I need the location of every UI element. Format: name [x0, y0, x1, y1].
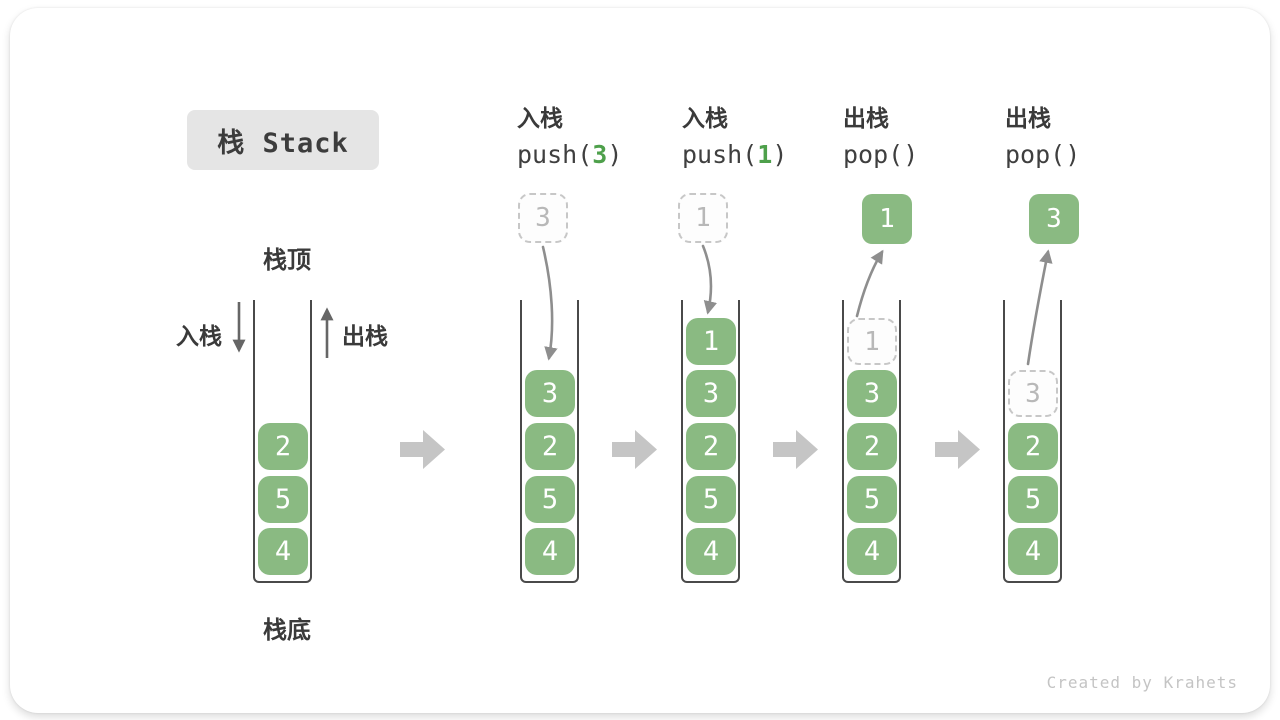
- popped-value-box: 1: [862, 194, 912, 244]
- watermark: Created by Krahets: [1046, 673, 1238, 692]
- stack-cell: 4: [686, 528, 736, 575]
- call-pre: push(: [682, 140, 758, 169]
- call-post: ): [607, 140, 623, 169]
- step-call-label: pop(): [1005, 140, 1080, 170]
- call-pre: pop(: [843, 140, 904, 169]
- call-post: ): [772, 140, 788, 169]
- pop-side-label: 出栈: [342, 323, 388, 349]
- stack-cell: 4: [847, 528, 897, 575]
- stack-cell: 2: [686, 423, 736, 470]
- step-op-label: 出栈: [1005, 105, 1051, 131]
- stack-cell: 3: [847, 370, 897, 417]
- stack-cell: 2: [258, 423, 308, 470]
- step-op-label: 出栈: [843, 105, 889, 131]
- stack-well-2: [520, 300, 579, 583]
- step-call-label: push(1): [682, 140, 787, 170]
- stack-cell: 1: [686, 318, 736, 365]
- step-header-pop1: 出栈 pop(): [843, 103, 918, 170]
- step-call-label: pop(): [843, 140, 918, 170]
- step-call-label: push(3): [517, 140, 622, 170]
- stack-cell: 5: [847, 476, 897, 523]
- incoming-value-box: 1: [678, 193, 728, 243]
- stack-well-5: [1003, 300, 1062, 583]
- stack-cell: 4: [1008, 528, 1058, 575]
- diagram-title: 栈 Stack: [187, 110, 379, 170]
- stack-cell: 5: [686, 476, 736, 523]
- stack-cell: 5: [525, 476, 575, 523]
- removed-cell-ghost: 3: [1008, 370, 1058, 417]
- removed-cell-ghost: 1: [847, 318, 897, 365]
- stack-cell: 2: [847, 423, 897, 470]
- stack-cell: 3: [525, 370, 575, 417]
- stack-well-3: [681, 300, 740, 583]
- stack-cell: 4: [258, 528, 308, 575]
- step-header-push1: 入栈 push(1): [682, 103, 787, 170]
- stack-cell: 2: [1008, 423, 1058, 470]
- step-op-label: 入栈: [682, 105, 728, 131]
- incoming-value-box: 3: [518, 193, 568, 243]
- stack-cell: 4: [525, 528, 575, 575]
- step-op-label: 入栈: [517, 105, 563, 131]
- call-arg: 1: [757, 140, 773, 169]
- call-post: ): [903, 140, 919, 169]
- call-pre: pop(: [1005, 140, 1066, 169]
- popped-value-box: 3: [1029, 194, 1079, 244]
- stack-cell: 2: [525, 423, 575, 470]
- call-post: ): [1065, 140, 1081, 169]
- stack-cell: 3: [686, 370, 736, 417]
- push-side-label: 入栈: [176, 323, 222, 349]
- stack-top-label: 栈顶: [263, 247, 311, 274]
- step-header-push3: 入栈 push(3): [517, 103, 622, 170]
- stack-bottom-label: 栈底: [263, 617, 311, 644]
- call-pre: push(: [517, 140, 593, 169]
- call-arg: 3: [592, 140, 608, 169]
- stack-well-1: [253, 300, 312, 583]
- stack-cell: 5: [258, 476, 308, 523]
- stack-well-4: [842, 300, 901, 583]
- stack-cell: 5: [1008, 476, 1058, 523]
- step-header-pop3: 出栈 pop(): [1005, 103, 1080, 170]
